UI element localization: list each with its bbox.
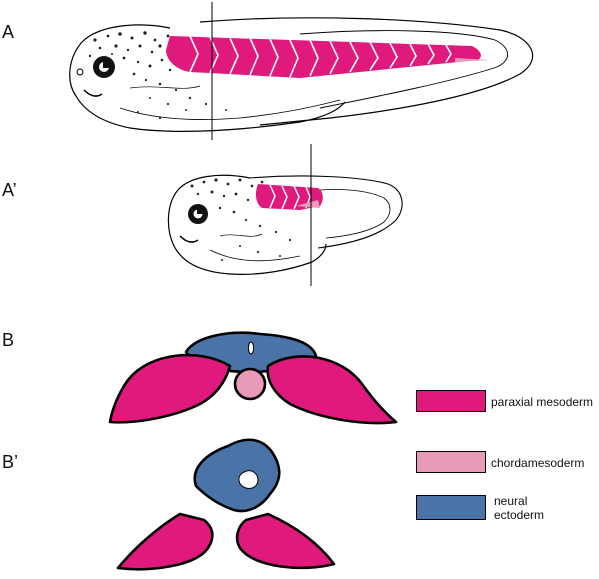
mouth-a-prime <box>179 235 199 243</box>
pigment-dots-a-prime <box>190 178 292 261</box>
panel-label-b-prime: B’ <box>2 452 19 472</box>
notochord-a-prime <box>296 200 320 208</box>
neural-tube-b-prime <box>193 438 281 513</box>
legend-label-paraxial: paraxial mesoderm <box>491 395 594 409</box>
panel-label-b: B <box>2 330 15 350</box>
paraxial-right-b <box>266 355 398 425</box>
gill-line <box>129 85 201 89</box>
legend-swatch-chorda <box>416 451 486 473</box>
somite-boundaries-a <box>189 35 452 78</box>
neural-canal-b-prime <box>238 470 259 489</box>
somites-a <box>166 36 481 78</box>
body-outline <box>69 24 346 132</box>
body-outline-prime <box>167 174 327 275</box>
notochord-a <box>455 58 490 62</box>
pigment-dots-a <box>88 31 227 120</box>
notochord-b <box>233 367 267 401</box>
cross-section-b <box>108 331 398 425</box>
legend-swatch-paraxial <box>416 390 486 412</box>
paraxial-left-b-prime <box>116 512 214 571</box>
tail-inner-outline <box>299 30 509 109</box>
panel-label-a: A <box>2 22 15 42</box>
mouth-a <box>83 89 103 97</box>
paraxial-left-b <box>108 353 232 424</box>
tail-fin-outline-prime <box>249 175 403 249</box>
tadpole-a-prime <box>167 144 403 286</box>
tail-inner-outline-prime <box>319 189 391 239</box>
panel-label-a-prime: A’ <box>2 180 17 200</box>
neural-canal-b <box>247 341 255 355</box>
tail-fin-outline <box>199 17 533 126</box>
legend-swatch-neural <box>416 495 486 520</box>
cross-section-b-prime <box>116 438 336 571</box>
tadpole-a <box>69 2 533 140</box>
paraxial-right-b-prime <box>235 512 336 570</box>
belly-line <box>119 99 341 120</box>
legend-label-neural: neural ectoderm <box>494 494 545 522</box>
legend-label-chorda: chordamesoderm <box>491 456 585 470</box>
